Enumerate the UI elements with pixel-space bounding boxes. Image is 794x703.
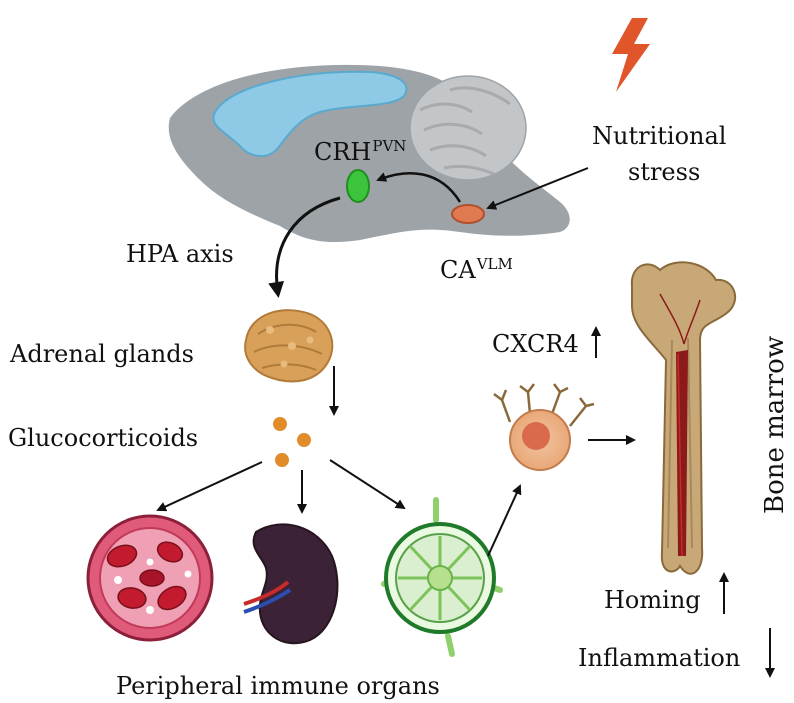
adrenal-gland-icon [244, 309, 334, 383]
glucocorticoids-label: Glucocorticoids [8, 424, 199, 452]
inflammation-label: Inflammation [578, 644, 741, 672]
arrow-to-lymph [329, 459, 406, 510]
hpa-axis-label: HPA axis [126, 240, 234, 268]
arrow-lymph-to-cell [487, 484, 522, 557]
spleen-icon [243, 523, 339, 645]
lymph-node-icon [381, 497, 503, 657]
bone-marrow-label: Bone marrow [760, 335, 790, 514]
nutritional-label: Nutritional [592, 122, 727, 150]
peripheral-immune-organs-label: Peripheral immune organs [116, 672, 440, 700]
blood-vessel-icon [86, 514, 214, 642]
lightning-icon [612, 18, 650, 92]
cerebellum [409, 75, 527, 181]
stress-label: stress [628, 158, 701, 186]
crh-pvn-nucleus [346, 169, 370, 203]
immune-cell-icon [493, 383, 595, 471]
arrow-stress-to-ca [486, 167, 589, 210]
ca-vlm-nucleus [451, 204, 485, 224]
arrow-hpa-axis [268, 196, 341, 298]
brain-illustration [168, 64, 570, 243]
femur-bone-icon [630, 261, 737, 575]
arrow-to-blood [156, 461, 263, 512]
arrow-ca-to-crh [376, 171, 462, 203]
glucocorticoid-molecules [273, 417, 311, 467]
homing-label: Homing [604, 586, 701, 614]
ca-vlm-label: CAVLM [440, 255, 513, 284]
adrenal-glands-label: Adrenal glands [10, 340, 194, 368]
crh-pvn-label: CRHPVN [314, 137, 407, 166]
cxcr4-label: CXCR4 [492, 330, 579, 358]
